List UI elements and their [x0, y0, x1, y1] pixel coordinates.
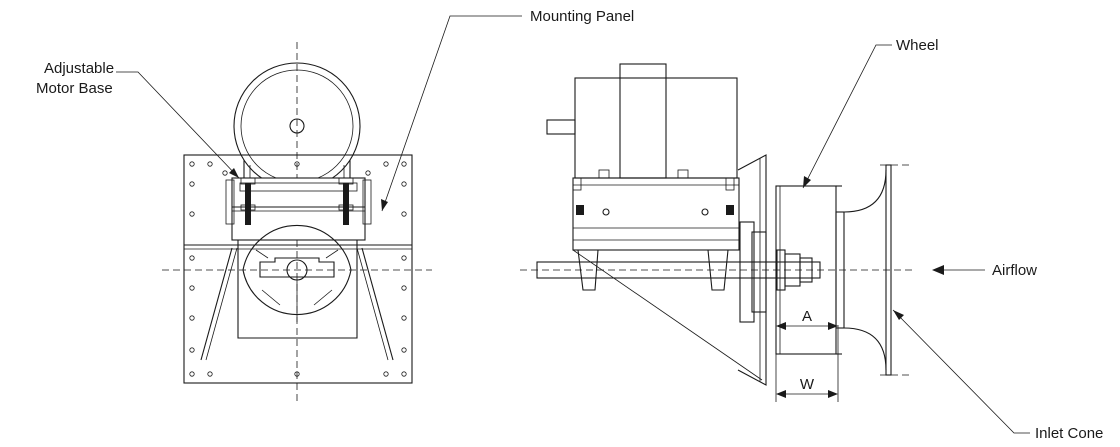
side-shaft: [536, 261, 821, 279]
side-mounting-panel: [572, 154, 767, 386]
mounting-panel-label: Mounting Panel: [530, 8, 634, 25]
inlet-cone-label: Inlet Cone: [1035, 425, 1103, 442]
wheel-label: Wheel: [896, 37, 939, 54]
dimension-w-label: W: [800, 376, 815, 393]
callout-inlet-cone: Inlet Cone: [892, 309, 1103, 442]
dimension-a: A: [775, 308, 839, 360]
mounting-bolt-holes: [189, 161, 407, 377]
front-fan-hub: [200, 224, 394, 361]
inlet-cone: [843, 164, 912, 376]
adjustable-label-line1: Adjustable: [44, 60, 114, 77]
wheel-hub: [776, 249, 813, 291]
airflow-label: Airflow: [992, 262, 1037, 279]
mounting-panel-plate: [183, 154, 413, 384]
dimension-a-label: A: [802, 308, 812, 325]
side-motor-base: [572, 169, 740, 291]
dimension-w: W: [775, 360, 839, 402]
side-motor: [546, 63, 738, 179]
front-view: [162, 42, 432, 405]
side-view: A W: [520, 63, 915, 402]
callout-adjustable-motor-base: Adjustable Motor Base: [36, 60, 240, 179]
callout-mounting-panel: Mounting Panel: [381, 8, 634, 212]
callout-airflow: Airflow: [932, 262, 1037, 279]
callout-wheel: Wheel: [802, 37, 939, 189]
motor-base-label-line2: Motor Base: [36, 80, 113, 97]
front-motor-base-bracket: [225, 177, 372, 241]
